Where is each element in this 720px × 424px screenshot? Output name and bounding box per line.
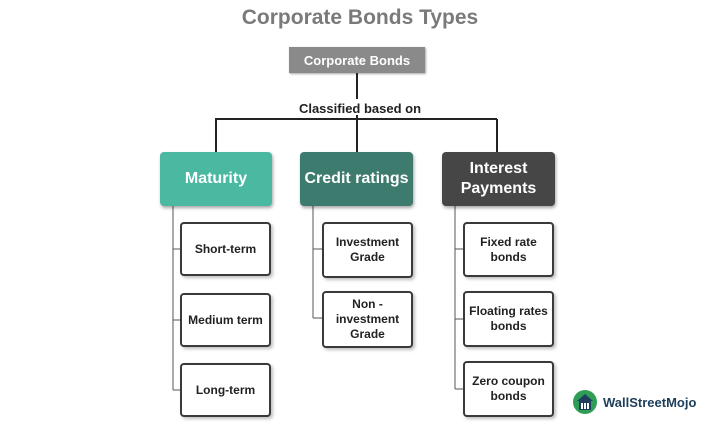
category-credit-ratings: Credit ratings <box>300 152 413 206</box>
logo-text: WallStreetMojo <box>603 394 697 410</box>
leaf-non-investment-grade: Non - investment Grade <box>322 291 413 348</box>
leaf-long-term: Long-term <box>180 363 271 417</box>
root-node-corporate-bonds: Corporate Bonds <box>289 47 425 73</box>
leaf-medium-term: Medium term <box>180 293 271 347</box>
classified-based-on-label: Classified based on <box>298 101 422 116</box>
leaf-fixed-rate-bonds: Fixed rate bonds <box>463 222 554 277</box>
category-interest-payments: Interest Payments <box>442 152 555 206</box>
leaf-floating-rates-bonds: Floating rates bonds <box>463 291 554 347</box>
wallstreetmojo-logo: WallStreetMojo <box>572 389 696 415</box>
category-maturity: Maturity <box>160 152 272 206</box>
leaf-investment-grade: Investment Grade <box>322 222 413 278</box>
diagram-title: Corporate Bonds Types <box>241 6 479 29</box>
leaf-zero-coupon-bonds: Zero coupon bonds <box>463 361 554 417</box>
wallstreetmojo-logo-icon <box>573 390 597 414</box>
leaf-short-term: Short-term <box>180 222 271 276</box>
